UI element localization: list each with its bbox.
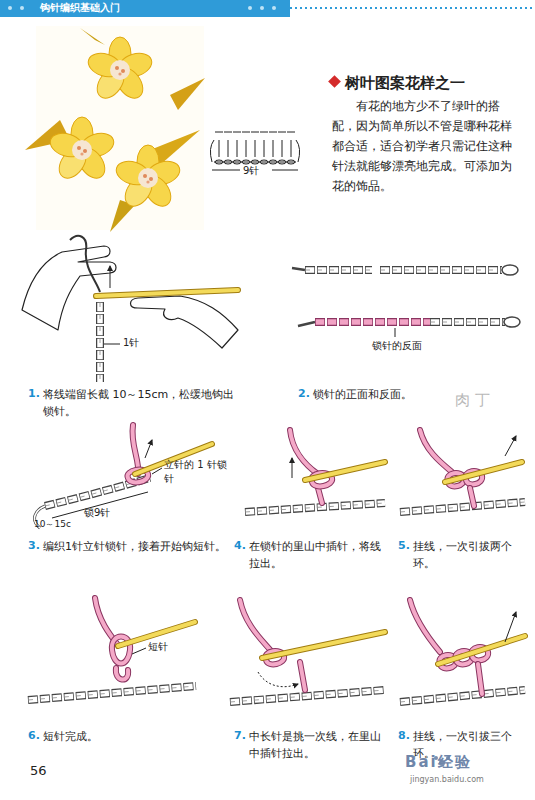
step-caption: 中长针是挑一次线，在里山中插针拉出。 — [249, 728, 391, 762]
step-caption: 挂线，一次引拔两个环。 — [413, 538, 531, 572]
step-caption: 在锁针的里山中插针，将线拉出。 — [249, 538, 391, 572]
running-header: 钩针编织基础入门 — [40, 1, 260, 16]
step-caption: 编织1针立针锁针，接着开始钩短针。 — [43, 538, 238, 555]
step-number: 8. — [398, 728, 414, 744]
callout-label: 1针 — [123, 336, 163, 351]
step-caption: 短针完成。 — [43, 728, 233, 745]
step-caption: 将线端留长截 10～15cm，松缓地钩出锁针。 — [43, 386, 235, 420]
callout-label: 锁针的反面 — [372, 339, 462, 354]
dimension-label: 10～15c — [34, 518, 84, 531]
step-number: 7. — [234, 728, 250, 744]
watermark: jingyan.baidu.com — [410, 774, 520, 786]
dimension-label: 锁9针 — [84, 506, 128, 521]
step-number: 1. — [28, 386, 44, 402]
intro-text: 有花的地方少不了绿叶的搭配，因为简单所以不管是哪种花样都合适，适合初学者只需记住… — [332, 96, 516, 196]
watermark: 肉 丁 — [455, 390, 515, 412]
step-number: 5. — [398, 538, 414, 554]
section-title: 树叶图案花样之一 — [345, 73, 525, 95]
step-number: 6. — [28, 728, 44, 744]
stitch-count: 9针 — [243, 164, 283, 179]
watermark: Bai经验 — [405, 752, 472, 774]
page-number: 56 — [30, 762, 60, 781]
step-number: 3. — [28, 538, 44, 554]
step-number: 4. — [234, 538, 250, 554]
step-number: 2. — [298, 386, 314, 402]
callout-label: 立针的 1 针锁针 — [164, 458, 228, 486]
callout-label: 短针 — [148, 640, 188, 655]
